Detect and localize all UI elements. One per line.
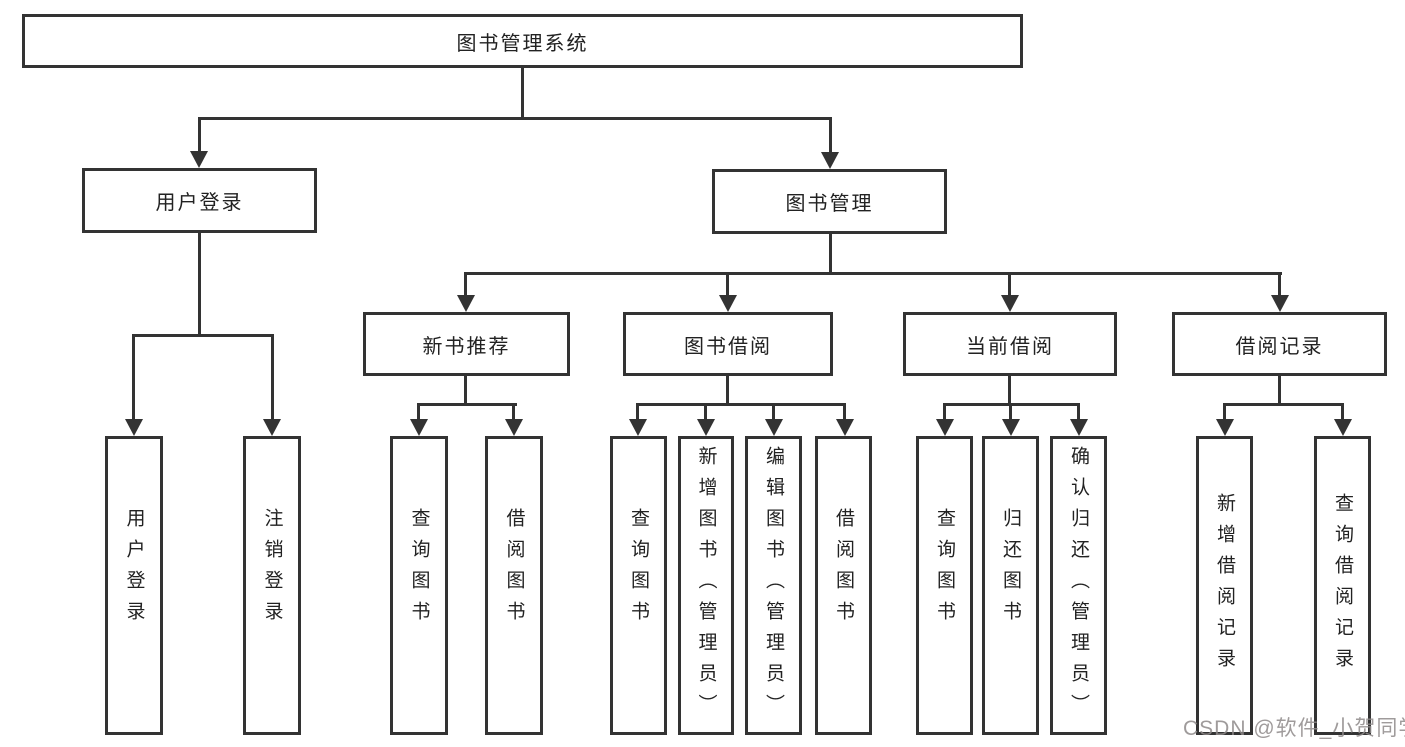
leaf-br-add-borrow-record: 新增借阅记录 <box>1196 436 1253 735</box>
node-label: 借阅图书 <box>503 507 525 632</box>
connector-line <box>512 404 515 420</box>
connector-line <box>636 403 846 406</box>
node-label: 图书管理系统 <box>456 32 589 55</box>
arrow-down-icon <box>821 152 839 169</box>
connector-line <box>464 376 467 406</box>
connector-line <box>1223 403 1344 406</box>
leaf-cb-query-books: 查询图书 <box>916 436 973 735</box>
arrow-down-icon <box>505 419 523 436</box>
connector-line <box>636 404 639 420</box>
connector-line <box>943 404 946 420</box>
connector-line <box>1077 404 1080 420</box>
node-label: 图书借阅 <box>684 335 772 358</box>
leaf-nbr-borrow-books: 借阅图书 <box>485 436 543 735</box>
connector-line <box>464 273 467 296</box>
connector-line <box>271 335 274 420</box>
connector-line <box>1278 376 1281 406</box>
arrow-down-icon <box>1001 295 1019 312</box>
connector-line <box>726 376 729 406</box>
node-label: 用户登录 <box>123 507 145 632</box>
node-label: 查询图书 <box>934 507 955 632</box>
node-label: 查询图书 <box>628 507 649 632</box>
leaf-user-login: 用户登录 <box>105 436 163 735</box>
node-label: 图书管理 <box>785 193 874 215</box>
connector-line <box>1009 404 1012 420</box>
connector-line <box>521 68 524 118</box>
leaf-bb-query-books: 查询图书 <box>610 436 667 735</box>
arrow-down-icon <box>629 419 647 436</box>
arrow-down-icon <box>936 419 954 436</box>
arrow-down-icon <box>263 419 281 436</box>
node-label: 编辑图书（管理员） <box>763 446 784 725</box>
connector-line <box>829 234 832 273</box>
node-label: 借阅记录 <box>1235 335 1324 358</box>
leaf-bb-add-books-admin: 新增图书（管理员） <box>678 436 734 735</box>
connector-line <box>417 403 517 406</box>
connector-line <box>1278 273 1281 296</box>
connector-line <box>464 272 1282 275</box>
node-label: 借阅图书 <box>833 507 854 632</box>
node-label: 查询借阅记录 <box>1332 492 1353 679</box>
node-label: 用户登录 <box>155 192 244 214</box>
connector-line <box>1341 404 1344 420</box>
node-book-management: 图书管理 <box>712 169 947 234</box>
connector-line <box>198 117 832 120</box>
connector-line <box>704 404 707 420</box>
arrow-down-icon <box>190 151 208 168</box>
connector-line <box>843 404 846 420</box>
node-book-borrowing: 图书借阅 <box>623 312 833 376</box>
arrow-down-icon <box>125 419 143 436</box>
arrow-down-icon <box>697 419 715 436</box>
node-label: 当前借阅 <box>966 335 1054 358</box>
connector-line <box>417 404 420 420</box>
arrow-down-icon <box>1271 295 1289 312</box>
connector-line <box>132 335 135 420</box>
arrow-down-icon <box>1334 419 1352 436</box>
connector-line <box>1008 273 1011 296</box>
leaf-bb-borrow-books: 借阅图书 <box>815 436 872 735</box>
connector-line <box>1223 404 1226 420</box>
node-library-management-system: 图书管理系统 <box>22 14 1023 68</box>
node-label: 确认归还（管理员） <box>1068 446 1089 725</box>
node-label: 新增借阅记录 <box>1214 492 1235 679</box>
arrow-down-icon <box>836 419 854 436</box>
arrow-down-icon <box>719 295 737 312</box>
leaf-br-query-borrow-record: 查询借阅记录 <box>1314 436 1371 735</box>
connector-line <box>829 118 832 153</box>
connector-line <box>726 273 729 296</box>
arrow-down-icon <box>1070 419 1088 436</box>
arrow-down-icon <box>410 419 428 436</box>
arrow-down-icon <box>1216 419 1234 436</box>
node-label: 查询图书 <box>408 507 430 632</box>
arrow-down-icon <box>457 295 475 312</box>
node-new-book-recommend: 新书推荐 <box>363 312 570 376</box>
watermark: CSDN @软件_小贺同学 <box>1183 717 1405 740</box>
connector-line <box>198 118 201 152</box>
connector-line <box>132 334 274 337</box>
node-label: 新增图书（管理员） <box>695 446 717 725</box>
leaf-logout: 注销登录 <box>243 436 301 735</box>
node-label: 新书推荐 <box>422 335 511 358</box>
arrow-down-icon <box>765 419 783 436</box>
connector-line <box>198 233 201 335</box>
connector-line <box>1008 376 1011 406</box>
connector-line <box>772 404 775 420</box>
node-label: 注销登录 <box>261 507 283 632</box>
node-current-borrowing: 当前借阅 <box>903 312 1117 376</box>
leaf-cb-return-books: 归还图书 <box>982 436 1039 735</box>
leaf-nbr-query-books: 查询图书 <box>390 436 448 735</box>
leaf-bb-edit-books-admin: 编辑图书（管理员） <box>745 436 802 735</box>
node-label: 归还图书 <box>1000 507 1021 632</box>
node-user-login: 用户登录 <box>82 168 317 233</box>
arrow-down-icon <box>1002 419 1020 436</box>
node-borrowing-records: 借阅记录 <box>1172 312 1387 376</box>
leaf-cb-confirm-return-admin: 确认归还（管理员） <box>1050 436 1107 735</box>
